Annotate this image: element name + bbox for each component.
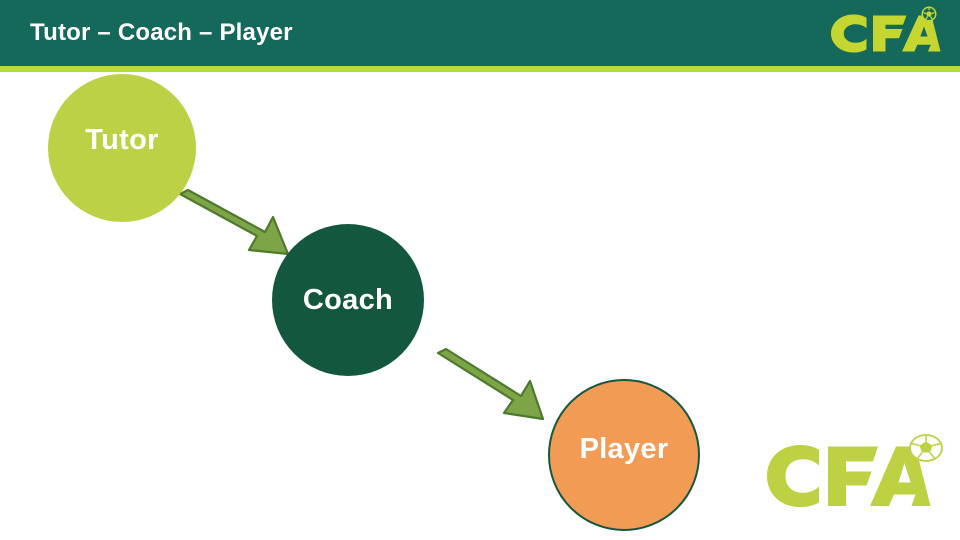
soccer-ball-icon: [909, 434, 943, 462]
page-title: Tutor – Coach – Player: [30, 19, 293, 46]
slide-header-bar: [0, 0, 960, 66]
soccer-ball-icon: [921, 6, 937, 22]
arrow-tutor-to-coach: [178, 188, 290, 256]
cfa-logo-bottom: [758, 432, 948, 520]
node-coach-label: Coach: [302, 283, 394, 316]
cfa-logo-top: [818, 4, 948, 62]
node-player-label: Player: [579, 432, 669, 465]
node-tutor[interactable]: Tutor: [48, 74, 196, 222]
arrow-coach-to-player: [436, 347, 545, 421]
node-player[interactable]: Player: [548, 379, 700, 531]
node-coach[interactable]: Coach: [272, 224, 424, 376]
header-accent-stripe: [0, 66, 960, 72]
node-tutor-label: Tutor: [85, 123, 159, 156]
